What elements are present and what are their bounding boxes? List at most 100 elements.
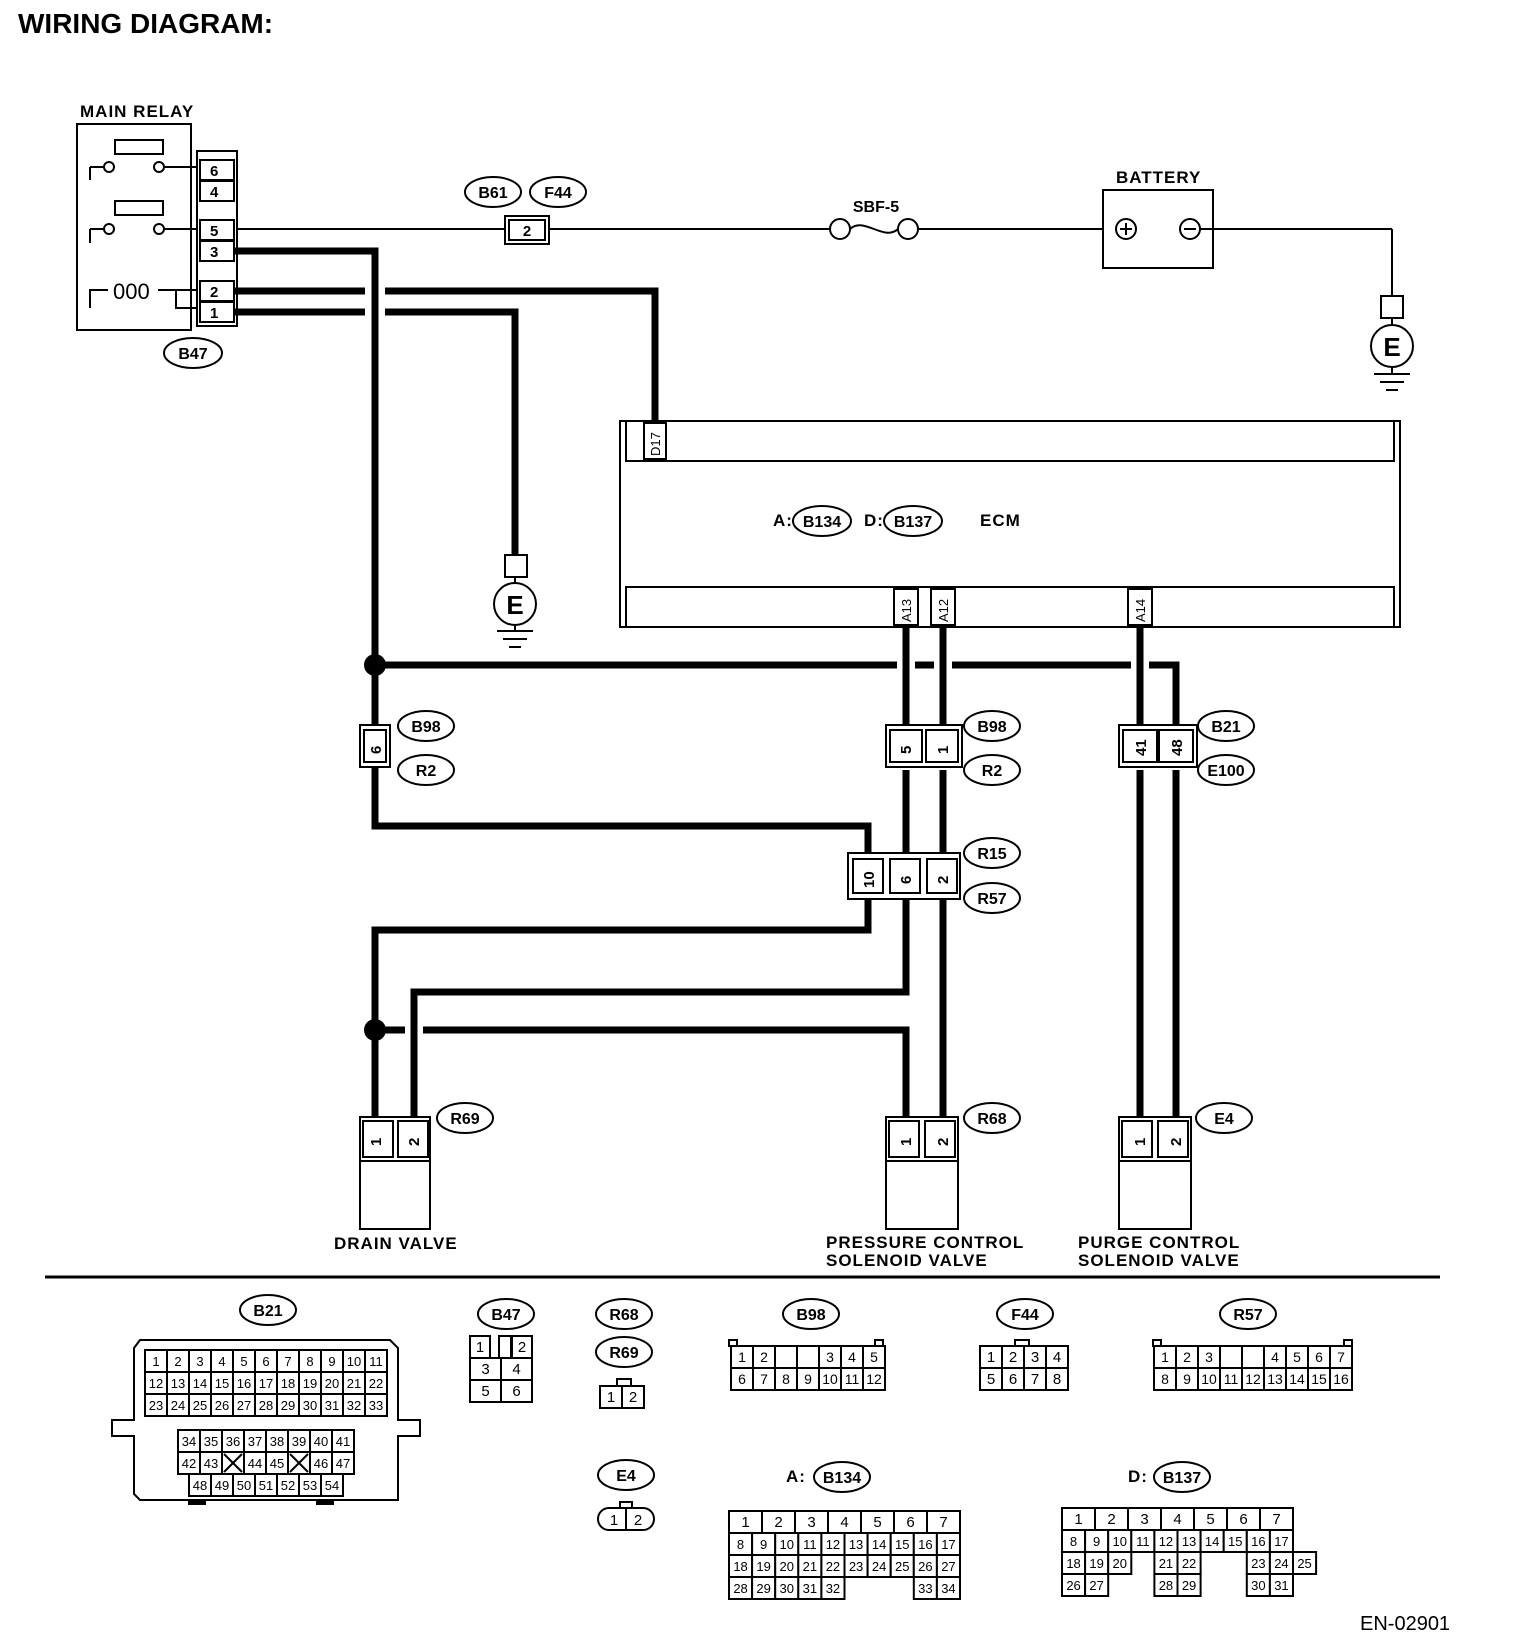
cv-b21-pin-4: 4 [218,1354,225,1369]
cv-b137-pin-27-cell [1084,1573,1110,1597]
cv-b134-tag-ellipse [813,1461,871,1493]
e4-tag: E4 [1214,1111,1234,1128]
cv-b21-pin-22: 22 [369,1376,383,1391]
fuse-sbf-5: SBF-5 [829,199,919,240]
cv-b137-pin-27: 27 [1089,1578,1103,1593]
b98-mid-tag: B98 [977,719,1006,736]
cv-b21-pin-9: 9 [328,1354,335,1369]
cv-b21-pin-15: 15 [215,1376,229,1391]
cv-b134-pin-34-cell [935,1576,962,1600]
cv-b137-pin-26: 26 [1066,1578,1080,1593]
cv-f44-pin-1: 1 [987,1349,995,1366]
ground-relay-label: E [506,590,523,620]
cv-b137-pin-28: 28 [1159,1578,1173,1593]
drain-pin-2: 2 [406,1138,423,1146]
ecm-d-prefix: D: [864,511,884,530]
cv-b137-pin-13: 13 [1182,1534,1196,1549]
cv-b47-pin-6-cell [500,1379,533,1403]
cv-b21-pin-21: 21 [347,1376,361,1391]
battery: BATTERY [1102,168,1214,269]
cv-e4-pin-1: 1 [610,1512,618,1529]
relay-pin-2: 2 [210,284,218,301]
cv-b137-pin-3: 3 [1140,1511,1148,1528]
cv-r57-pin-16: 16 [1333,1371,1349,1387]
pressure-valve-label-2: SOLENOID VALVE [826,1251,988,1270]
b21-pin-48: 48 [1169,739,1186,756]
cv-b21-pin-53: 53 [303,1478,317,1493]
ecm-pin-a14: A14 [1133,599,1148,622]
cv-b98-pin-5: 5 [870,1349,878,1365]
cv-b21-pin-45: 45 [270,1456,284,1471]
cv-b21-pin-20: 20 [325,1376,339,1391]
cv-b21-pin-39: 39 [292,1434,306,1449]
cv-b137-pin-10: 10 [1113,1534,1127,1549]
b98-left-pin: 6 [368,746,385,754]
cv-b21-pin-48: 48 [193,1478,207,1493]
drain-pin-1: 1 [368,1138,385,1146]
cv-f44-pin-4: 4 [1053,1349,1061,1366]
r57-tag: R57 [977,891,1006,908]
cv-b21-pin-6: 6 [262,1354,269,1369]
junction-dot-lower [364,1019,386,1041]
cv-b137-pin-29: 29 [1182,1578,1196,1593]
cv-b134-pin-19: 19 [756,1559,770,1574]
purge-valve-label-1: PURGE CONTROL [1078,1233,1240,1252]
cv-b98-tag-ellipse [782,1298,840,1330]
main-relay-label: MAIN RELAY [80,102,194,121]
cv-b21-pin-51: 51 [259,1478,273,1493]
cv-b134-pin-32: 32 [826,1581,840,1596]
cv-b47-tag-label: B47 [491,1307,520,1324]
ecm-a-prefix: A: [773,511,793,530]
purge-valve-label-2: SOLENOID VALVE [1078,1251,1240,1270]
drain-valve: 1 2 R69 DRAIN VALVE [334,1102,494,1253]
cv-b98-pin-10: 10 [822,1371,838,1387]
r2-mid-tag: R2 [982,763,1003,780]
ecm: D17 A: B134 D: B137 ECM A13 A12 A14 [619,420,1401,628]
cv-r68-tag-ellipse [595,1298,653,1330]
cv-r57-pin-1: 1 [1161,1349,1169,1365]
cv-b137-pin-24: 24 [1274,1556,1288,1571]
cv-b134-pin-22: 22 [826,1559,840,1574]
cv-b134-pin-29: 29 [756,1581,770,1596]
cv-b98-pin-6: 6 [738,1371,746,1387]
cv-b47-tag-ellipse [477,1298,535,1330]
cv-b21-pin-16: 16 [237,1376,251,1391]
cv-b137-tag-ellipse [1153,1461,1211,1493]
cv-b21-pin-41: 41 [336,1434,350,1449]
cv-b21-pin-11: 11 [369,1354,383,1369]
cv-b98-pin-11: 11 [845,1371,860,1387]
cv-b137-pin-18: 18 [1066,1556,1080,1571]
cv-b134-pin-5: 5 [873,1514,881,1531]
cv-b98-pin-7: 7 [760,1371,768,1387]
cv-b98-pin-2: 2 [760,1349,768,1365]
cv-b47-pin-1: 1 [476,1339,484,1356]
cv-b21-pin-2: 2 [174,1354,181,1369]
r69-tag: R69 [450,1111,479,1128]
junction-b21-e100: 41 48 B21 E100 [1118,710,1255,786]
cv-r69-pin-1: 1 [607,1389,615,1406]
cv-b134-pin-21: 21 [803,1559,817,1574]
cv-b21-pin-47: 47 [336,1456,350,1471]
drain-valve-label: DRAIN VALVE [334,1234,458,1253]
cv-b137-pin-20: 20 [1113,1556,1127,1571]
relay-coil: 000 [113,279,150,304]
cv-b134-pin-15: 15 [895,1537,909,1552]
fuse-connector-b61-f44: B61 F44 2 [464,176,587,245]
cv-b98-pin-12: 12 [866,1371,882,1387]
cv-b21-pin-18: 18 [281,1376,295,1391]
cv-r68-tag-label: R68 [609,1307,638,1324]
b61-tag: B61 [478,185,507,202]
cv-b21-pin-5: 5 [240,1354,247,1369]
junction-dot-upper [364,654,386,676]
cv-b21-pin-54-cell [320,1473,344,1497]
cv-r57-tag-label: R57 [1233,1307,1262,1324]
cv-b134-tag-label: B134 [823,1470,861,1487]
ecm-pin-a12: A12 [936,599,951,622]
cv-b21-pin-30: 30 [303,1398,317,1413]
cv-b21-pin-44: 44 [248,1456,262,1471]
relay-pin-6: 6 [210,163,218,180]
cv-b137-pin-31-cell [1268,1573,1295,1597]
junction-b98-r2-mid: 5 1 B98 R2 [885,710,1021,786]
e100-tag: E100 [1207,763,1244,780]
